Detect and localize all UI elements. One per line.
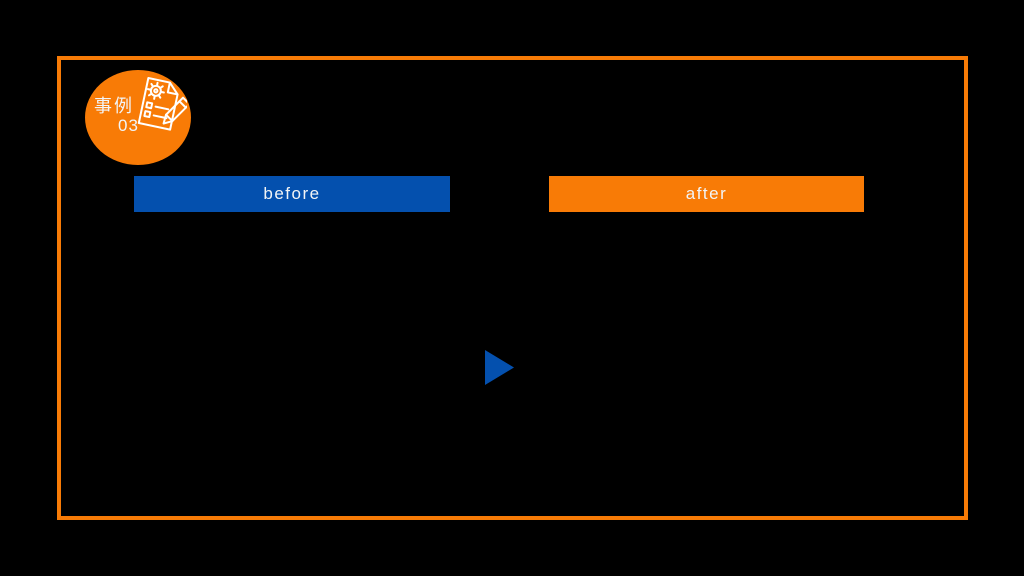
before-after-arrow-icon [485, 350, 514, 385]
after-label: after [685, 184, 728, 203]
case-badge: 事例 03 [85, 70, 191, 165]
case-badge-label: 事例 [94, 96, 134, 116]
content-frame [57, 56, 968, 520]
before-label: before [263, 184, 321, 203]
document-gear-pencil-icon [137, 76, 187, 131]
before-label-bar: before [134, 176, 450, 212]
case-badge-number: 03 [118, 116, 139, 135]
after-label-bar: after [549, 176, 864, 212]
